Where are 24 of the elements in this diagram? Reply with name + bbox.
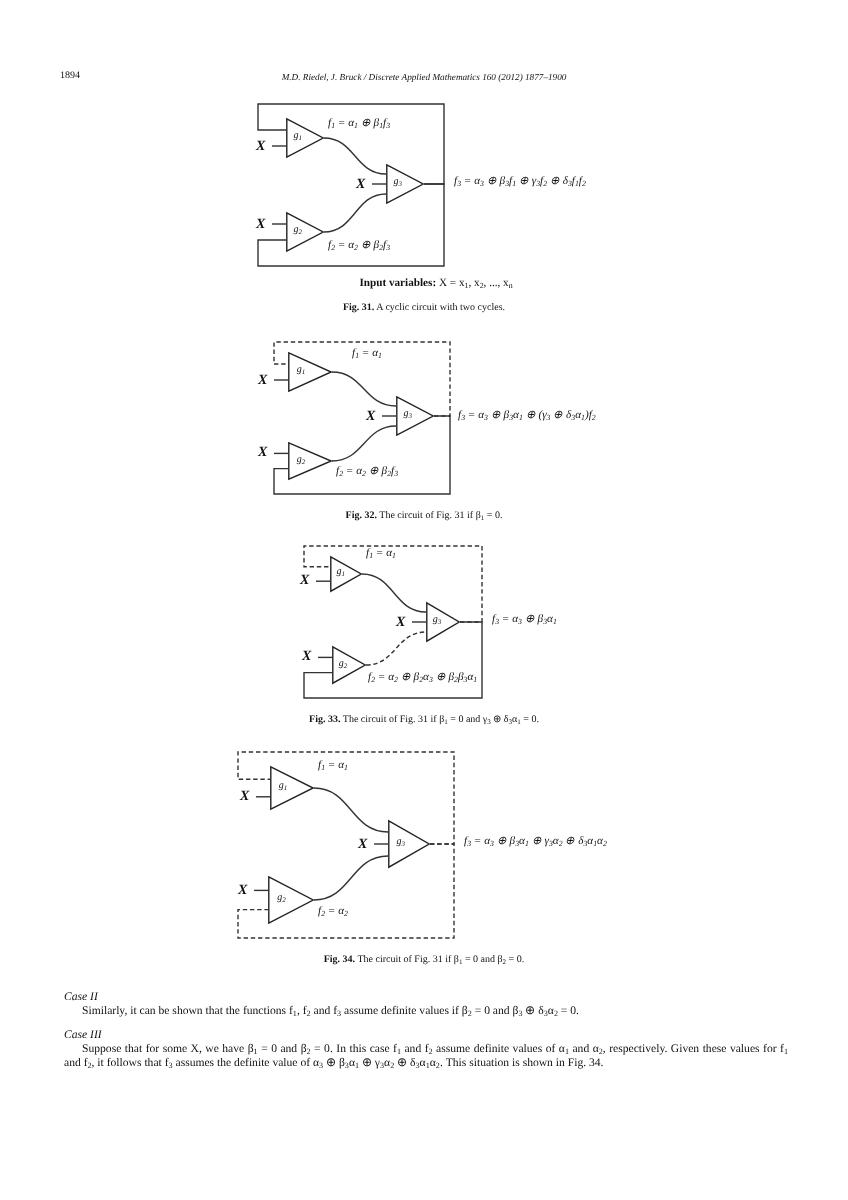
wire: [313, 787, 389, 833]
wire: [273, 341, 451, 417]
wire: [411, 621, 427, 623]
wire: [257, 103, 445, 185]
wire: [371, 183, 387, 185]
wire: [271, 145, 287, 147]
wire: [323, 193, 387, 233]
wire: [255, 796, 271, 798]
wire: [273, 379, 289, 381]
wire: [237, 751, 455, 845]
wire: [373, 843, 389, 845]
wire: [303, 621, 483, 699]
wire: [381, 415, 397, 417]
wire: [323, 137, 387, 175]
wire: [361, 573, 427, 613]
wire: [313, 855, 389, 901]
wire: [331, 425, 397, 462]
wire: [303, 545, 483, 623]
wire: [257, 183, 445, 267]
wire: [365, 631, 427, 666]
wire: [331, 371, 397, 407]
wire: [273, 415, 451, 495]
wire: [271, 223, 287, 225]
wire: [237, 843, 455, 939]
